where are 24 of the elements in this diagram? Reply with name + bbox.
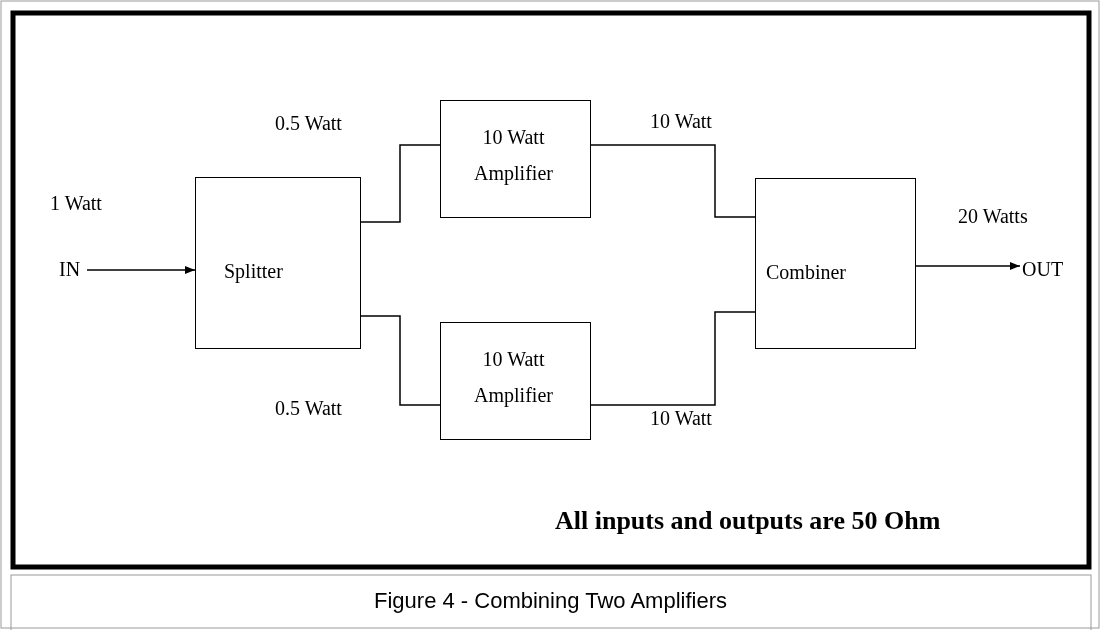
connector-line <box>360 315 441 406</box>
arrow <box>915 262 1021 270</box>
block-label: 10 Watt Amplifier <box>473 347 554 409</box>
connector-line <box>360 144 441 223</box>
block-box <box>440 322 591 440</box>
connector-line <box>590 144 756 218</box>
block-label: 10 Watt Amplifier <box>473 125 554 187</box>
block-box <box>195 177 361 349</box>
power-label: 10 Watt <box>650 407 712 430</box>
power-label: 0.5 Watt <box>275 112 342 135</box>
note-text: All inputs and outputs are 50 Ohm <box>555 506 941 536</box>
block-box <box>755 178 916 349</box>
power-label: 1 Watt <box>50 192 102 215</box>
block-box <box>440 100 591 218</box>
arrow <box>86 266 196 274</box>
connector-line <box>590 311 756 406</box>
block-label: Combiner <box>766 260 846 285</box>
figure-caption: Figure 4 - Combining Two Amplifiers <box>373 588 728 614</box>
port-label: OUT <box>1022 257 1064 282</box>
port-label: IN <box>59 257 81 282</box>
power-label: 20 Watts <box>958 205 1028 228</box>
power-label: 0.5 Watt <box>275 397 342 420</box>
block-label: Splitter <box>224 259 283 284</box>
power-label: 10 Watt <box>650 110 712 133</box>
